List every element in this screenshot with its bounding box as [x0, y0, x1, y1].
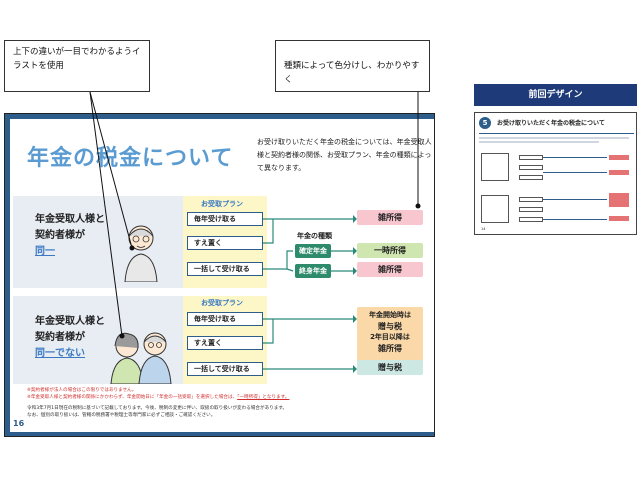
result-line: 贈与税: [378, 322, 402, 331]
slide-top-bar: [5, 114, 434, 119]
result-misc-income: 雑所得: [357, 262, 423, 277]
result-mini: [609, 216, 629, 221]
plan-option-defer: すえ置く: [187, 336, 263, 350]
case-box-different: [481, 195, 509, 223]
plan-mini: [519, 155, 543, 160]
case-label-line: 契約者様が: [35, 230, 85, 241]
elderly-couple-illustration: [110, 332, 172, 384]
note-corporate: ※契約者様が法人の場合はこの限りではありません。: [27, 388, 137, 393]
plan-option-defer: すえ置く: [187, 236, 263, 250]
plan-mini: [519, 197, 543, 202]
case-same-label: 年金受取人様と 契約者様が 同一: [35, 212, 105, 260]
flow-line-mini: [543, 157, 607, 158]
flow-line-mini: [543, 172, 607, 173]
plan-heading: お受取プラン: [201, 299, 243, 307]
section-number-badge: 5: [479, 117, 491, 129]
note-emphasis: 「一時所得」となります。: [237, 395, 290, 400]
previous-title: お受け取りいただく年金の税金について: [497, 120, 605, 127]
annotation-callout-color: 種類によって色分けし、わかりやすく: [275, 40, 430, 92]
previous-page-number: 14: [481, 227, 486, 231]
result-line: 年金開始時は: [369, 311, 411, 319]
callout-text: 上下の違いが一目でわかるようイラストを使用: [13, 47, 141, 71]
note-tax-law: 令和3年7月1日現在の税制に基づいて記載しております。今後、税制の変更に伴い、取…: [27, 406, 288, 411]
result-one-time-income: 一時所得: [357, 243, 423, 258]
plan-heading: お受取プラン: [201, 200, 243, 208]
plan-option-lump: 一括して受け取る: [187, 362, 263, 376]
plan-option-annual: 毎年受け取る: [187, 312, 263, 326]
kind-fixed-term: 確定年金: [295, 244, 331, 258]
slide-left-bar: [5, 114, 10, 436]
case-different-label: 年金受取人様と 契約者様が 同一でない: [35, 314, 105, 362]
plan-option-lump: 一括して受け取る: [187, 262, 263, 276]
result-mini: [609, 155, 629, 160]
case-label-line: 年金受取人様と: [35, 316, 105, 327]
note-consult: なお、個別の取り扱いは、管轄の税務署や税理士等専門家に必ずご相談・ご確認ください…: [27, 413, 216, 418]
callout-text: 種類によって色分けし、わかりやすく: [284, 61, 420, 85]
kind-lifetime: 終身年金: [295, 264, 331, 278]
case-same-keyword: 同一: [35, 246, 55, 257]
slide-intro: お受け取りいただく年金の税金については、年金受取人様と契約者様の関係、お受取プラ…: [257, 138, 432, 172]
plan-mini: [519, 165, 543, 170]
slide-bottom-bar: [5, 432, 434, 436]
case-different-panel: 年金受取人様と 契約者様が 同一でない: [13, 296, 183, 384]
previous-design-thumbnail: 5 お受け取りいただく年金の税金について 14: [474, 112, 637, 235]
plan-mini: [519, 217, 543, 222]
title-rule: [479, 133, 634, 134]
flow-line-mini: [543, 219, 607, 220]
flow-arrows: [263, 215, 357, 373]
flow-line-mini: [543, 199, 607, 200]
result-mini: [609, 193, 629, 207]
annotation-callout-illustration: 上下の違いが一目でわかるようイラストを使用: [4, 40, 150, 92]
result-line: 雑所得: [378, 344, 402, 353]
note-text: ※年金受取人様と契約者様の関係にかかわらず、年金開始日に「年金の一括受取」を選択…: [27, 395, 238, 400]
case-label-line: 契約者様が: [35, 332, 85, 343]
result-gift-tax: 贈与税: [357, 360, 423, 375]
plan-mini: [519, 207, 543, 212]
plan-option-annual: 毎年受け取る: [187, 212, 263, 226]
previous-design-label: 前回デザイン: [474, 84, 637, 106]
result-gift-then-misc: 年金開始時は 贈与税 2年目以降は 雑所得: [357, 307, 423, 367]
intro-placeholder: [479, 141, 599, 143]
result-line: 2年目以降は: [370, 333, 410, 341]
case-different-keyword: 同一でない: [35, 348, 85, 359]
case-label-line: 年金受取人様と: [35, 214, 105, 225]
case-box-same: [481, 153, 509, 181]
pension-kind-heading: 年金の種類: [297, 232, 332, 240]
note-lump-sum: ※年金受取人様と契約者様の関係にかかわらず、年金開始日に「年金の一括受取」を選択…: [27, 394, 289, 401]
slide-current-design: 年金の税金について お受け取りいただく年金の税金については、年金受取人様と契約者…: [4, 113, 435, 437]
result-mini: [609, 170, 629, 175]
intro-placeholder: [479, 137, 629, 139]
result-misc-income: 雑所得: [357, 210, 423, 225]
plan-mini: [519, 175, 543, 180]
page-number: 16: [13, 419, 25, 428]
